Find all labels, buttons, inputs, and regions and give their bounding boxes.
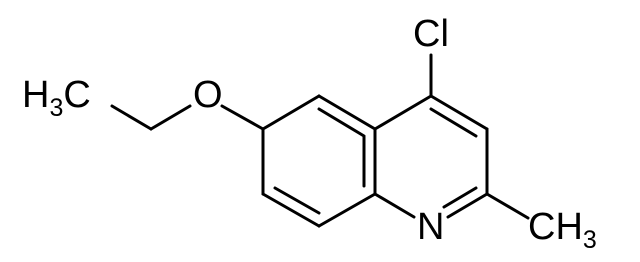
- bonds: [110, 53, 530, 228]
- bond-c6-o: [220, 104, 265, 131]
- bond-c8-c8a: [317, 192, 377, 228]
- bond-c4-c3: [429, 94, 489, 131]
- nitrogen-label: N: [417, 206, 444, 248]
- bond-c5-c4a-inner: [317, 107, 366, 138]
- bond-c4-c3-inner: [429, 107, 478, 138]
- bond-ch2-ch3: [110, 104, 153, 131]
- bond-c7-c8-inner: [273, 186, 321, 215]
- bond-c2-n1-inner: [442, 186, 478, 209]
- bond-c5-c6: [261, 94, 321, 131]
- ethyl-subscript-3: 3: [49, 94, 63, 122]
- ethyl-ch3-label: H3C: [22, 74, 91, 122]
- bond-o-ch2: [149, 104, 192, 131]
- ring-methyl-subscript-3: 3: [583, 226, 597, 254]
- bond-n1-c8a: [373, 192, 416, 219]
- oxygen-label: O: [193, 74, 223, 116]
- bond-c7-c8: [261, 192, 321, 228]
- bond-c2-n1: [446, 192, 489, 219]
- ring-methyl-ch-text: CH: [528, 206, 583, 248]
- ring-methyl-label: CH3: [528, 206, 597, 254]
- bond-c4a-c4: [373, 94, 433, 131]
- ethyl-c-text: C: [63, 74, 90, 116]
- chlorine-label: Cl: [413, 13, 449, 55]
- bond-c2-methyl: [485, 192, 530, 220]
- bond-c5-c4a: [317, 94, 377, 131]
- ethyl-h-text: H: [22, 74, 49, 116]
